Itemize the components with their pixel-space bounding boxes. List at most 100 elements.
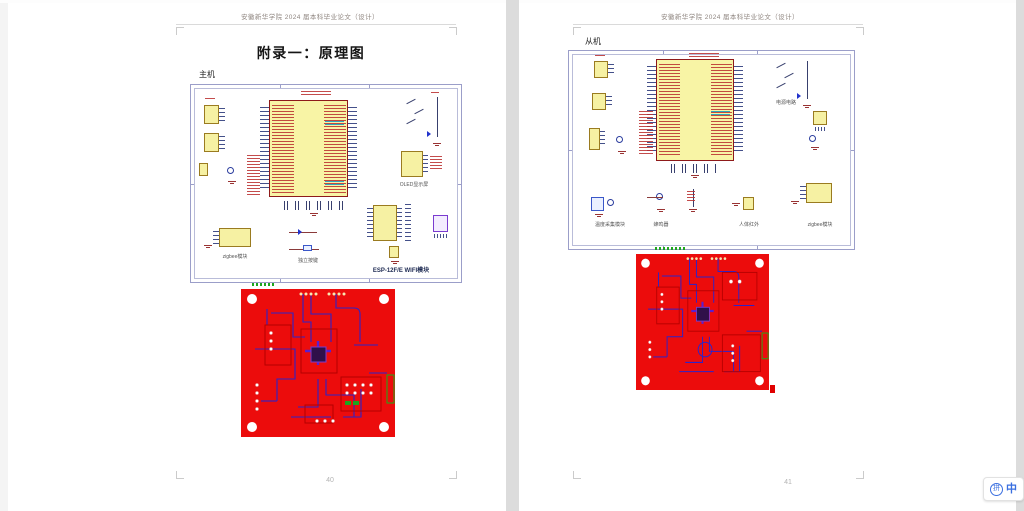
pcb-image	[636, 254, 769, 390]
connector-pins	[367, 208, 373, 238]
sheet-tick	[369, 85, 371, 89]
text-boundary-mark	[856, 471, 864, 479]
text-boundary-mark	[176, 27, 184, 35]
ic-pin-names-cyan	[325, 121, 344, 126]
component-label-zigbee: zigbee模块	[222, 254, 248, 260]
pcb-figure-slave[interactable]	[636, 254, 769, 390]
wire	[647, 197, 663, 198]
connector-pins	[800, 186, 806, 201]
connector	[204, 133, 219, 152]
ic-pin-names	[272, 105, 294, 193]
sheet-tick	[280, 85, 282, 89]
transistor-icon	[656, 193, 663, 200]
oled-connector	[401, 151, 423, 177]
connector-pins	[606, 96, 612, 108]
ground-symbol	[732, 203, 740, 208]
component-label-buttons: 独立按键	[297, 258, 318, 264]
net-labels	[205, 98, 215, 101]
right-edge-strip	[1016, 0, 1024, 511]
switch-icon	[784, 72, 794, 79]
pir-connector	[743, 197, 754, 210]
component-label-power: 电源电路	[775, 100, 796, 106]
schematic-figure-host[interactable]: zigbee模块 独立按键 ESP-12F/E WIFI模块	[190, 84, 462, 283]
sheet-tick	[757, 245, 759, 249]
net-labels	[595, 55, 605, 58]
net-labels	[689, 53, 719, 57]
connector-pins	[423, 155, 428, 173]
window-divider	[506, 0, 519, 511]
led-icon	[797, 93, 801, 99]
diode-icon	[298, 229, 302, 235]
connector	[389, 246, 399, 258]
page-number: 40	[326, 477, 334, 484]
zigbee-module-box	[806, 183, 832, 203]
connector-pins	[219, 136, 225, 150]
net-labels	[639, 111, 653, 156]
ic-pin-stubs	[260, 107, 269, 191]
capacitor-bank	[671, 164, 716, 173]
connector-pins	[608, 64, 614, 76]
net-labels	[430, 156, 442, 170]
component-label-buzzer: 蜂鸣器	[653, 222, 669, 228]
net-labels	[301, 91, 331, 95]
net-labels	[431, 92, 439, 95]
sensor-box	[591, 197, 604, 211]
section-label-host: 主机	[199, 70, 215, 79]
ground-symbol	[310, 213, 318, 218]
document-page-left[interactable]: 安徽新华学院 2024 届本科毕业论文（设计） 附录一：原理图 主机	[8, 3, 506, 511]
text-boundary-mark	[573, 471, 581, 479]
connector-pins	[600, 131, 605, 147]
text-boundary-mark	[449, 27, 457, 35]
header-rule	[176, 24, 456, 25]
sheet-tick	[457, 183, 461, 185]
ime-indicator[interactable]: 拼 中	[983, 477, 1024, 501]
wire	[289, 232, 317, 233]
document-page-right[interactable]: 安徽新华学院 2024 届本科毕业论文（设计） 从机	[519, 3, 1016, 511]
connector	[592, 93, 606, 110]
sheet-tick	[191, 183, 195, 185]
connector	[813, 111, 827, 125]
page-header-text: 安徽新华学院 2024 届本科毕业论文（设计）	[661, 14, 799, 21]
ground-symbol	[791, 201, 799, 206]
switch-icon	[776, 62, 786, 69]
page-header-text: 安徽新华学院 2024 届本科毕业论文（设计）	[241, 14, 379, 21]
capacitor-electrolytic	[199, 163, 208, 176]
ic-pin-names	[659, 64, 680, 156]
component-label-pir: 人体红外	[738, 222, 759, 228]
switch-icon	[776, 82, 786, 89]
transistor-icon	[607, 199, 614, 206]
text-boundary-mark	[176, 471, 184, 479]
component-label-temp: 温度采集模块	[594, 222, 625, 228]
appendix-title: 附录一：原理图	[256, 45, 366, 61]
ime-language-mode[interactable]: 中	[1006, 482, 1017, 495]
pcb-fragment	[770, 385, 775, 393]
switch-icon	[414, 108, 424, 115]
ic-pin-stubs	[647, 66, 656, 154]
transistor-icon	[809, 135, 816, 142]
connector-pins	[397, 208, 402, 238]
ground-symbol	[803, 105, 811, 110]
ground-symbol	[691, 175, 699, 180]
page-number: 41	[784, 479, 792, 486]
component-label-esp-module: ESP-12F/E WIFI模块	[372, 268, 430, 274]
ground-symbol	[433, 143, 441, 148]
wire	[437, 97, 438, 137]
connector	[594, 61, 608, 78]
ime-pinyin-icon[interactable]: 拼	[990, 482, 1003, 496]
resistor-array	[433, 215, 448, 232]
ground-symbol	[204, 245, 212, 250]
sheet-tick	[663, 51, 665, 55]
key-switch-icon	[303, 245, 312, 251]
component-label-zigbee: zigbee模块	[807, 222, 833, 228]
ground-symbol	[689, 209, 697, 214]
net-labels	[687, 191, 695, 201]
ground-symbol	[228, 181, 236, 186]
text-boundary-mark	[573, 27, 581, 35]
connector-pins	[219, 108, 225, 122]
header-rule	[573, 24, 863, 25]
sheet-tick	[757, 51, 759, 55]
schematic-figure-slave[interactable]: 电源电路 温度采集模块 蜂鸣器 人体红外 zigbee模块	[568, 50, 855, 250]
pcb-figure-host[interactable]	[241, 289, 395, 437]
sheet-tick	[850, 150, 854, 151]
